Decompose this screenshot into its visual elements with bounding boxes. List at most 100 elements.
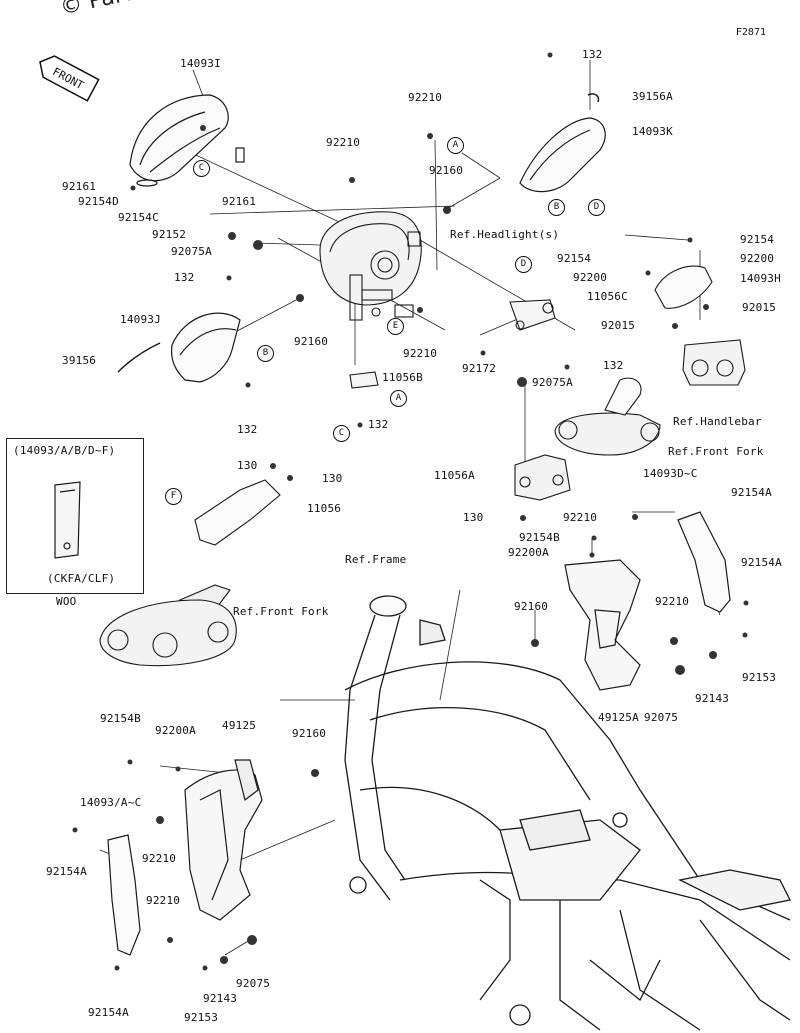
part-label: 92210 [403, 347, 438, 360]
callout-a: A [447, 137, 464, 154]
frame-cover-right-49125a [564, 559, 641, 691]
part-label: 11056B [382, 371, 423, 384]
part-label: 92075 [644, 711, 679, 724]
part-label: 92160 [292, 727, 327, 740]
part-label: 14093/A~C [80, 796, 142, 809]
callout-d: D [515, 256, 532, 273]
part-label: 92153 [742, 671, 777, 684]
part-label: 14093H [740, 272, 781, 285]
part-label: 92172 [462, 362, 497, 375]
part-label: 92143 [695, 692, 730, 705]
part-label: 132 [368, 418, 389, 431]
inset-trim-strip [54, 481, 81, 559]
part-label: 92200A [155, 724, 196, 737]
part-label: 11056 [307, 502, 342, 515]
callout-c: C [193, 160, 210, 177]
part-label: 14093K [632, 125, 673, 138]
part-label: 92015 [742, 301, 777, 314]
part-label: 92210 [655, 595, 690, 608]
part-label: 92154C [118, 211, 159, 224]
part-label: 92154A [731, 486, 772, 499]
part-label: 92075 [236, 977, 271, 990]
part-label: 92161 [62, 180, 97, 193]
part-label: 92200 [740, 252, 775, 265]
bracket-11056c [509, 299, 556, 331]
part-label: 132 [237, 423, 258, 436]
part-label: 92210 [146, 894, 181, 907]
inset-footer: (CKFA/CLF) [47, 572, 116, 585]
mount-bracket-11056 [99, 479, 281, 667]
part-label: 14093I [180, 57, 221, 70]
part-label: 92143 [203, 992, 238, 1005]
part-label: Ref.Headlight(s) [450, 228, 560, 241]
inset-header: (14093/A/B/D~F) [13, 444, 116, 457]
part-label: 92210 [408, 91, 443, 104]
frame [344, 595, 791, 1031]
part-label: 92161 [222, 195, 257, 208]
part-label: 132 [603, 359, 624, 372]
part-label: 132 [174, 271, 195, 284]
part-label: 39156A [632, 90, 673, 103]
part-label: 92154 [557, 252, 592, 265]
part-label: 39156 [62, 354, 97, 367]
part-label: Ref.Front Fork [668, 445, 764, 458]
part-label: 130 [237, 459, 258, 472]
part-label: Ref.Frame [345, 553, 407, 566]
part-label: 92154B [519, 531, 560, 544]
part-label: 49125A [598, 711, 639, 724]
part-label: 49125 [222, 719, 257, 732]
part-label: 130 [463, 511, 484, 524]
part-label: 92154D [78, 195, 119, 208]
callout-d: D [588, 199, 605, 216]
handlebar-switch-housing [654, 265, 746, 386]
side-panel-left [107, 834, 141, 956]
inset-box: (14093/A/B/D~F) (CKFA/CLF) [6, 438, 144, 594]
part-label: 92210 [563, 511, 598, 524]
part-label: 92152 [152, 228, 187, 241]
headlight-bracket-11056a [514, 454, 571, 501]
callout-f: F [165, 488, 182, 505]
part-label: 92075A [171, 245, 212, 258]
callout-b: B [257, 345, 274, 362]
callout-c: C [333, 425, 350, 442]
part-label: 132 [582, 48, 603, 61]
part-label: 11056C [587, 290, 628, 303]
part-label: 92154A [741, 556, 782, 569]
part-label: 92154A [88, 1006, 129, 1019]
frame-cover-left-49125 [184, 759, 263, 921]
hardware-fasteners [72, 52, 749, 971]
headlight-cowl-left [129, 94, 245, 187]
part-label: Ref.Front Fork [233, 605, 329, 618]
part-label: 11056A [434, 469, 475, 482]
part-label: Ref.Handlebar [673, 415, 762, 428]
part-label: 92160 [429, 164, 464, 177]
part-label: 92154B [100, 712, 141, 725]
front-arrow-icon: FRONT [39, 55, 100, 102]
part-label: 92075A [532, 376, 573, 389]
part-label: 92160 [294, 335, 329, 348]
inset-caption: WOO [56, 595, 77, 608]
callout-e: E [387, 318, 404, 335]
part-label: 14093J [120, 313, 161, 326]
headlight-assembly [319, 211, 422, 321]
part-label: 92200A [508, 546, 549, 559]
part-label: 92015 [601, 319, 636, 332]
part-label: 130 [322, 472, 343, 485]
callout-a: A [390, 390, 407, 407]
part-label: 92154 [740, 233, 775, 246]
part-label: 92210 [326, 136, 361, 149]
part-label: 92154A [46, 865, 87, 878]
part-label: 92210 [142, 852, 177, 865]
side-panel-right [677, 511, 731, 613]
callout-b: B [548, 199, 565, 216]
side-cover-lower-left [117, 312, 241, 383]
part-label: 14093D~C [643, 467, 698, 480]
headlight-cowl-right [519, 93, 606, 193]
part-label: 92153 [184, 1011, 219, 1024]
part-label: 92200 [573, 271, 608, 284]
upper-triple-clamp [554, 377, 661, 456]
bracket-11056b [349, 371, 379, 389]
figure-code: F2871 [735, 27, 766, 38]
